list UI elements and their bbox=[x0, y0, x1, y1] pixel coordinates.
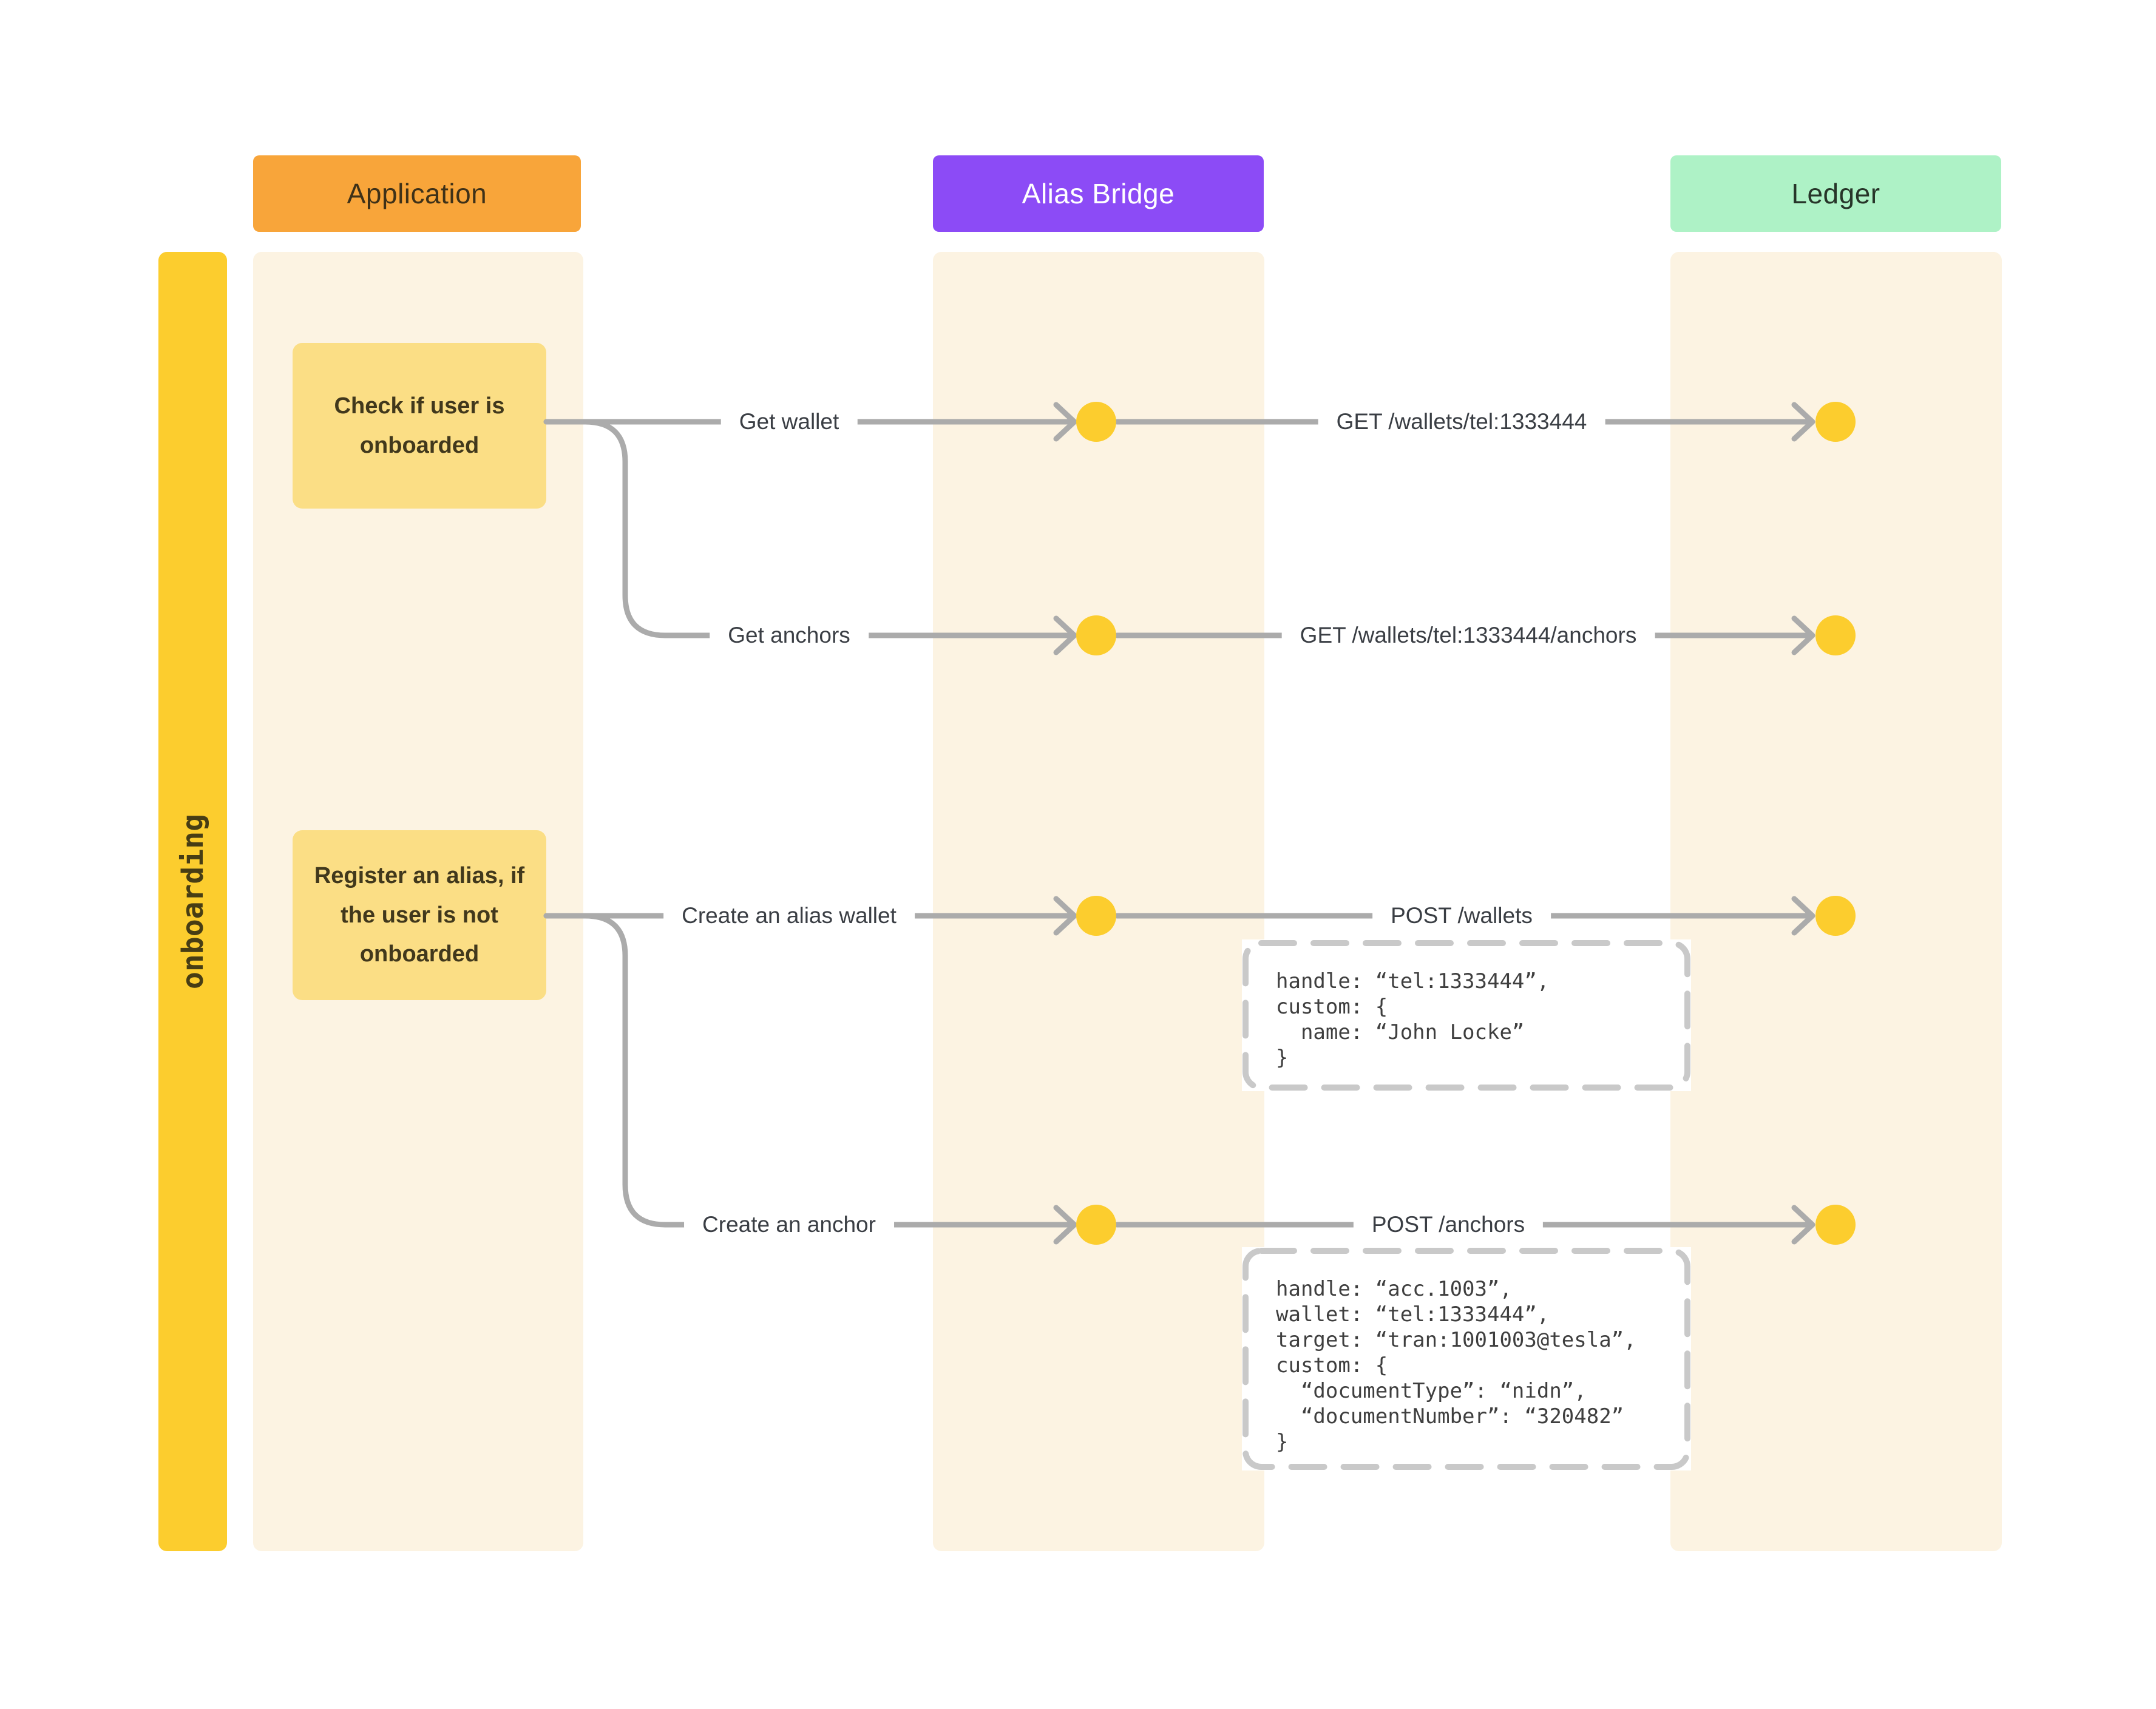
sticky-note-register-alias[interactable]: Register an alias, if the user is not on… bbox=[293, 830, 546, 1000]
arrowhead-icon bbox=[1053, 615, 1077, 655]
node-dot bbox=[1076, 402, 1116, 442]
node-dot bbox=[1076, 1205, 1116, 1245]
payload-box-create-anchor[interactable]: handle: “acc.1003”, wallet: “tel:1333444… bbox=[1242, 1247, 1691, 1470]
arrowhead-icon bbox=[1791, 1205, 1815, 1245]
sticky-note-label: Register an alias, if the user is not on… bbox=[314, 863, 525, 967]
arrowhead-icon bbox=[1053, 402, 1077, 442]
node-dot bbox=[1076, 615, 1116, 655]
node-dot bbox=[1815, 896, 1856, 936]
lane-header-alias-bridge[interactable]: Alias Bridge bbox=[933, 155, 1264, 232]
dashed-border bbox=[1242, 940, 1690, 1091]
lane-header-label: Ledger bbox=[1791, 178, 1880, 209]
connector-create-anchor bbox=[543, 913, 1075, 1228]
node-dot bbox=[1815, 402, 1856, 442]
arrowhead-icon bbox=[1791, 615, 1815, 655]
flow-label-get-wallet[interactable]: Get wallet bbox=[720, 405, 858, 438]
request-label-get-anchors[interactable]: GET /wallets/tel:1333444/anchors bbox=[1281, 619, 1655, 652]
lane-header-label: Alias Bridge bbox=[1022, 178, 1175, 209]
request-label-post-wallets[interactable]: POST /wallets bbox=[1372, 899, 1551, 932]
request-label-post-anchors[interactable]: POST /anchors bbox=[1353, 1208, 1544, 1241]
payload-code: handle: “tel:1333444”, custom: { name: “… bbox=[1276, 969, 1550, 1070]
flow-label-create-anchor[interactable]: Create an anchor bbox=[684, 1208, 894, 1241]
arrowhead-icon bbox=[1053, 1205, 1077, 1245]
lane-header-ledger[interactable]: Ledger bbox=[1670, 155, 2001, 232]
sticky-note-label: Check if user is onboarded bbox=[334, 393, 505, 458]
lane-header-label: Application bbox=[347, 178, 487, 209]
node-dot bbox=[1815, 1205, 1856, 1245]
request-label-get-wallet[interactable]: GET /wallets/tel:1333444 bbox=[1318, 405, 1605, 438]
arrowhead-icon bbox=[1053, 896, 1077, 936]
flow-label-create-alias-wallet[interactable]: Create an alias wallet bbox=[663, 899, 915, 932]
sticky-note-check-onboarded[interactable]: Check if user is onboarded bbox=[293, 343, 546, 509]
payload-box-create-alias-wallet[interactable]: handle: “tel:1333444”, custom: { name: “… bbox=[1242, 939, 1691, 1091]
node-dot bbox=[1815, 615, 1856, 655]
flow-label-get-anchors[interactable]: Get anchors bbox=[710, 619, 869, 652]
phase-bar-onboarding[interactable]: onboarding bbox=[158, 252, 227, 1551]
node-dot bbox=[1076, 896, 1116, 936]
dashed-border bbox=[1242, 1248, 1690, 1470]
arrowhead-icon bbox=[1791, 896, 1815, 936]
payload-code: handle: “acc.1003”, wallet: “tel:1333444… bbox=[1276, 1277, 1636, 1454]
connector-get-anchors bbox=[543, 419, 1075, 638]
arrowhead-icon bbox=[1791, 402, 1815, 442]
lane-header-application[interactable]: Application bbox=[253, 155, 581, 232]
